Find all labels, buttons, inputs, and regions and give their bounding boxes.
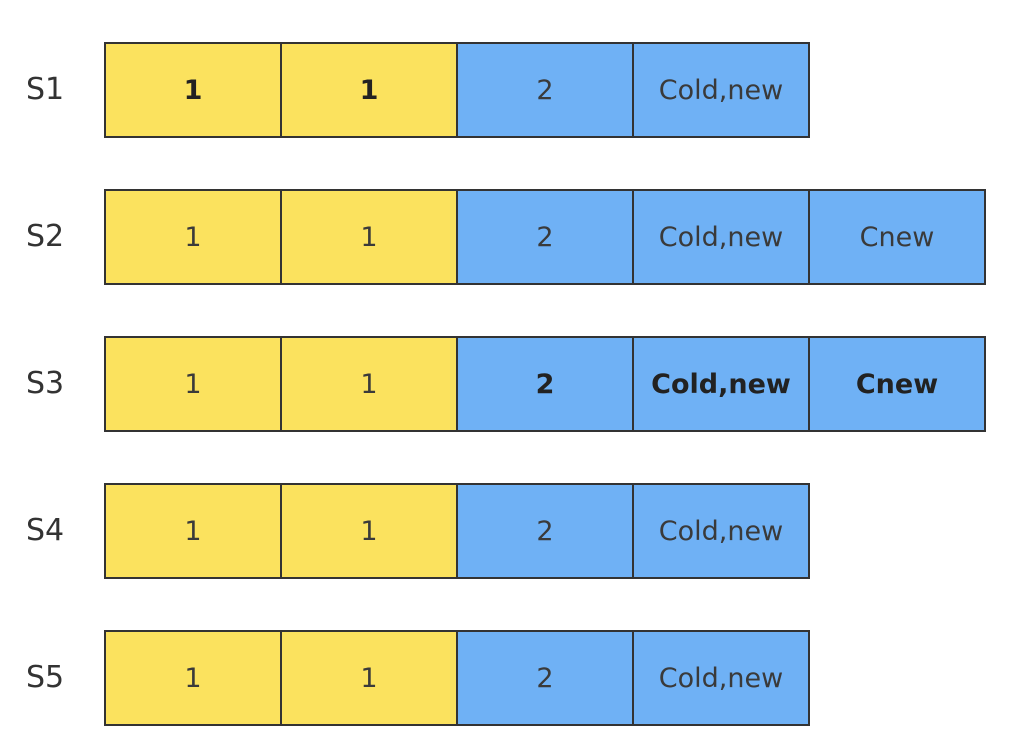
log-entry: 1 bbox=[280, 483, 458, 579]
log-entry: 2 bbox=[456, 630, 634, 726]
log-entry: 2 bbox=[456, 189, 634, 285]
server-label: S4 bbox=[26, 513, 65, 548]
log-entry: Cold,new bbox=[632, 483, 810, 579]
log-entry: 1 bbox=[104, 42, 282, 138]
log-entry: Cnew bbox=[808, 336, 986, 432]
log-entry: Cold,new bbox=[632, 630, 810, 726]
log-entry: 1 bbox=[280, 42, 458, 138]
log-entry: 1 bbox=[104, 336, 282, 432]
log-entry: Cnew bbox=[808, 189, 986, 285]
server-label: S5 bbox=[26, 660, 65, 695]
log-entry: 2 bbox=[456, 42, 634, 138]
server-label: S2 bbox=[26, 219, 65, 254]
log-entry: 1 bbox=[104, 630, 282, 726]
log-entry: Cold,new bbox=[632, 189, 810, 285]
server-label: S3 bbox=[26, 366, 65, 401]
log-entry: 1 bbox=[280, 630, 458, 726]
log-entry: 1 bbox=[280, 336, 458, 432]
log-entry: 1 bbox=[104, 189, 282, 285]
log-entry: Cold,new bbox=[632, 42, 810, 138]
server-label: S1 bbox=[26, 72, 65, 107]
log-entry: 2 bbox=[456, 336, 634, 432]
log-entry: Cold,new bbox=[632, 336, 810, 432]
log-entry: 2 bbox=[456, 483, 634, 579]
log-entry: 1 bbox=[104, 483, 282, 579]
log-entry: 1 bbox=[280, 189, 458, 285]
